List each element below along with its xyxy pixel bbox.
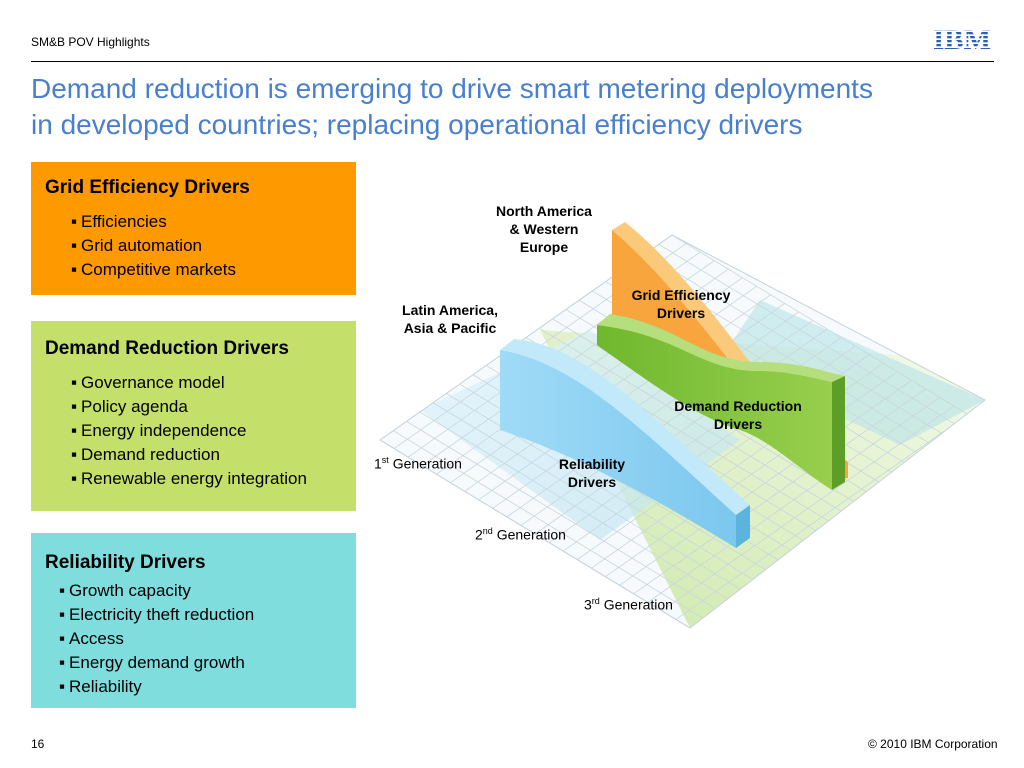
reliability-wall-label: Reliability Drivers [558,456,626,490]
ibm-logo: IBM [933,24,991,52]
generation-1-label: 1st Generation [374,455,462,472]
list-item: Growth capacity [59,579,356,603]
grid-efficiency-heading: Grid Efficiency Drivers [45,177,250,198]
copyright-notice: © 2010 IBM Corporation [868,737,998,751]
list-item: Renewable energy integration [71,467,356,491]
list-item: Access [59,627,356,651]
grid-efficiency-box: Grid Efficiency Drivers Efficiencies Gri… [31,162,356,295]
list-item: Governance model [71,371,356,395]
list-item: Energy demand growth [59,651,356,675]
reliability-box: Reliability Drivers Growth capacity Elec… [31,533,356,708]
list-item: Electricity theft reduction [59,603,356,627]
generation-2-label: 2nd Generation [475,526,566,543]
reliability-heading: Reliability Drivers [45,552,206,573]
list-item: Demand reduction [71,443,356,467]
demand-reduction-box: Demand Reduction Drivers Governance mode… [31,321,356,511]
grid-line [671,235,983,424]
grid-efficiency-wall-label: Grid Efficiency Drivers [631,287,731,321]
list-item: Policy agenda [71,395,356,419]
grid-line [661,405,955,612]
region-latin-america-label: Latin America, Asia & Pacific [402,302,498,336]
page-title: Demand reduction is emerging to drive sm… [31,71,996,143]
demand-reduction-wall [597,314,845,490]
title-line-2: in developed countries; replacing operat… [31,109,803,140]
grid-line [633,388,926,595]
grid-line [647,397,940,603]
grid-line [645,253,956,442]
region-north-america-label: North America & Western Europe [496,203,592,255]
list-item: Efficiencies [71,210,356,234]
title-line-1: Demand reduction is emerging to drive sm… [31,73,873,104]
generation-3-label: 3rd Generation [584,596,673,613]
header-divider [31,61,994,62]
demand-reduction-heading: Demand Reduction Drivers [45,338,289,359]
list-item: Energy independence [71,419,356,443]
ibm-logo-text: IBM [933,24,991,52]
demand-reduction-wall-label: Demand Reduction Drivers [674,398,802,432]
list-item: Competitive markets [71,258,356,282]
reliability-list: Growth capacity Electricity theft reduct… [45,579,356,699]
grid-line [658,243,969,433]
list-item: Grid automation [71,234,356,258]
page-number: 16 [31,737,45,751]
header-label: SM&B POV Highlights [31,35,150,49]
list-item: Reliability [59,675,356,699]
grid-line [619,379,912,586]
grid-line [675,414,969,620]
grid-line [539,327,850,517]
grid-efficiency-list: Efficiencies Grid automation Competitive… [45,210,356,282]
grid-line [605,371,898,578]
grid-efficiency-wall [612,222,848,480]
demand-reduction-list: Governance model Policy agenda Energy in… [45,371,356,491]
reliability-wall [500,339,750,548]
